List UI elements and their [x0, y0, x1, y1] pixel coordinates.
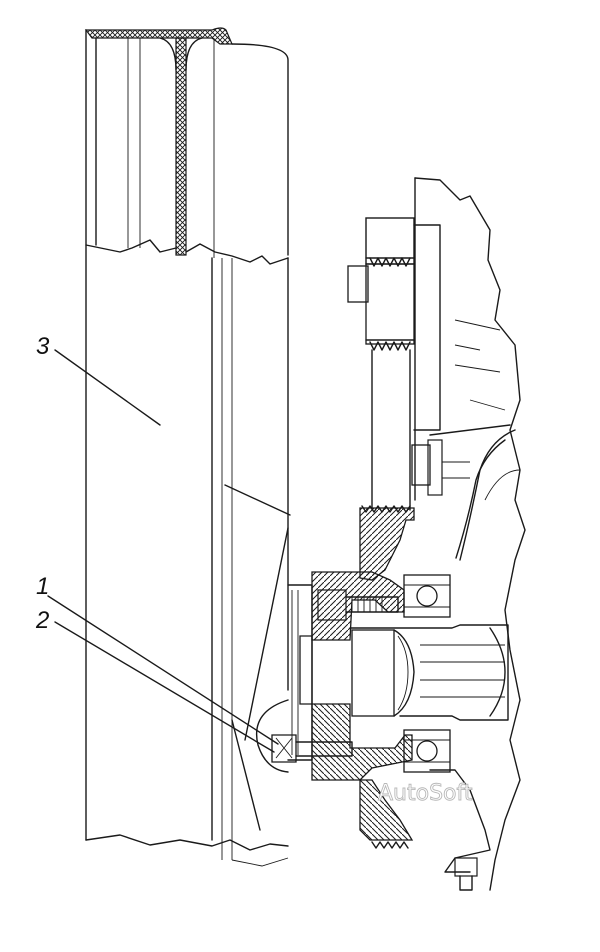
leader-line-1 [47, 595, 279, 745]
engine-outline [414, 177, 526, 891]
watermark: AutoSoft [378, 781, 473, 806]
radiator-housing [84, 27, 291, 867]
fan-hub-assembly [256, 505, 509, 891]
belt-tensioner [347, 217, 470, 511]
callout-label-2: 2 [35, 607, 49, 634]
callout-label-3: 3 [36, 333, 50, 360]
leader-line-2 [54, 621, 275, 753]
leader-line-3 [54, 349, 161, 426]
callout-label-1: 1 [36, 573, 49, 600]
